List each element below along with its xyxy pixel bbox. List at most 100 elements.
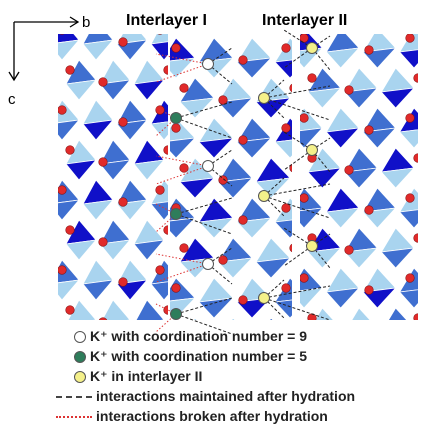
oxygen-atom <box>281 203 291 213</box>
maintained-interaction-line <box>263 85 331 99</box>
oxygen-atom <box>405 113 415 123</box>
oxygen-atom <box>65 305 75 315</box>
polyhedron <box>418 328 424 348</box>
polyhedron <box>217 177 254 199</box>
polyhedron <box>82 279 114 301</box>
maintained-interaction-line <box>263 285 331 299</box>
polyhedron <box>82 199 114 221</box>
polyhedron <box>351 307 371 320</box>
potassium-ions <box>170 42 318 320</box>
k-ion-coordination-9 <box>202 160 214 172</box>
maintained-interaction-line <box>263 177 285 197</box>
oxygen-atom <box>218 95 228 105</box>
polyhedron <box>343 87 379 109</box>
oxygen-atom <box>98 237 108 247</box>
oxygen-atom <box>281 123 291 133</box>
oxygen-atom <box>59 34 65 35</box>
oxygen-atom <box>65 65 75 75</box>
oxygen-atom <box>300 193 309 203</box>
polyhedron <box>398 129 418 149</box>
polyhedron <box>307 87 342 109</box>
polyhedron <box>217 257 254 279</box>
polyhedron <box>65 159 97 181</box>
maintained-interaction-line <box>263 195 331 219</box>
oxygen-atom <box>413 153 418 163</box>
green-circle-icon <box>74 351 86 364</box>
b-axis-arrowhead <box>69 16 80 28</box>
oxygen-atom <box>364 285 374 295</box>
oxygen-atom <box>118 37 128 47</box>
oxygen-atom <box>300 113 309 123</box>
oxygen-atom <box>238 215 248 225</box>
polyhedron <box>58 119 80 141</box>
maintained-interaction-line <box>263 297 331 321</box>
oxygen-atom <box>155 185 165 195</box>
k-ion-interlayer-2 <box>306 240 318 252</box>
oxygen-atom <box>218 255 228 265</box>
polyhedron <box>58 199 80 221</box>
oxygen-atom <box>344 85 354 95</box>
k-ion-interlayer-2 <box>258 92 270 104</box>
broken-interaction-line <box>155 165 209 185</box>
white-circle-icon <box>74 331 86 344</box>
k-ion-interlayer-2 <box>258 292 270 304</box>
k-ion-coordination-5 <box>170 112 182 124</box>
polyhedron <box>380 247 416 269</box>
oxygen-atom <box>281 43 291 53</box>
oxygen-atom <box>300 273 309 283</box>
oxygen-atom <box>281 283 291 293</box>
polyhedron <box>65 79 97 101</box>
polyhedron <box>314 307 334 320</box>
oxygen-atom <box>364 205 374 215</box>
k-ion-coordination-9 <box>202 258 214 270</box>
polyhedron <box>417 251 418 253</box>
k-ion-coordination-5 <box>170 308 182 320</box>
oxygen-atom <box>289 83 292 93</box>
axis-indicator: b c <box>8 14 90 108</box>
oxygen-atom <box>344 245 354 255</box>
maintained-interaction-line <box>263 279 285 299</box>
polyhedron <box>179 177 216 199</box>
polyhedron <box>179 97 216 119</box>
polyhedron <box>274 59 292 79</box>
polyhedron <box>274 139 292 159</box>
interlayer-2-title: Interlayer II <box>262 12 347 29</box>
maintained-interaction-line <box>263 97 331 121</box>
polyhedron <box>150 281 168 301</box>
oxygen-atom <box>58 185 67 195</box>
c-axis-label: c <box>8 91 16 108</box>
polyhedron <box>170 57 197 79</box>
polyhedron <box>300 47 324 69</box>
silicate-layer-left <box>58 34 168 320</box>
oxygen-atom <box>364 45 374 55</box>
oxygen-atom <box>118 277 128 287</box>
legend-label: interactions broken after hydration <box>96 408 328 424</box>
oxygen-atom <box>238 135 248 145</box>
legend-label: K⁺ with coordination number = 5 <box>90 347 308 364</box>
legend-item: K⁺ in interlayer II <box>52 366 355 386</box>
silicate-layer-right <box>300 34 424 348</box>
legend-label: K⁺ with coordination number = 9 <box>90 327 308 344</box>
oxygen-atom <box>65 225 75 235</box>
c-axis-arrowhead <box>8 71 20 82</box>
legend-item: interactions maintained after hydration <box>52 386 355 406</box>
polyhedron <box>255 257 292 279</box>
broken-interaction-line <box>155 63 209 83</box>
polyhedron <box>193 317 198 320</box>
oxygen-atom <box>98 77 108 87</box>
polyhedron <box>198 297 235 319</box>
oxygen-atom <box>157 34 163 35</box>
oxygen-atom <box>179 83 189 93</box>
dashed-line-icon <box>56 396 92 399</box>
k-ion-coordination-5 <box>170 208 182 220</box>
oxygen-atom <box>218 175 228 185</box>
oxygen-atom <box>171 43 181 53</box>
oxygen-atom <box>163 225 168 235</box>
legend-label: K⁺ in interlayer II <box>90 367 203 384</box>
oxygen-atom <box>289 243 292 253</box>
polyhedron <box>274 299 292 319</box>
polyhedron <box>417 171 418 173</box>
polyhedron <box>307 247 342 269</box>
legend: K⁺ with coordination number = 9 K⁺ with … <box>52 326 355 426</box>
